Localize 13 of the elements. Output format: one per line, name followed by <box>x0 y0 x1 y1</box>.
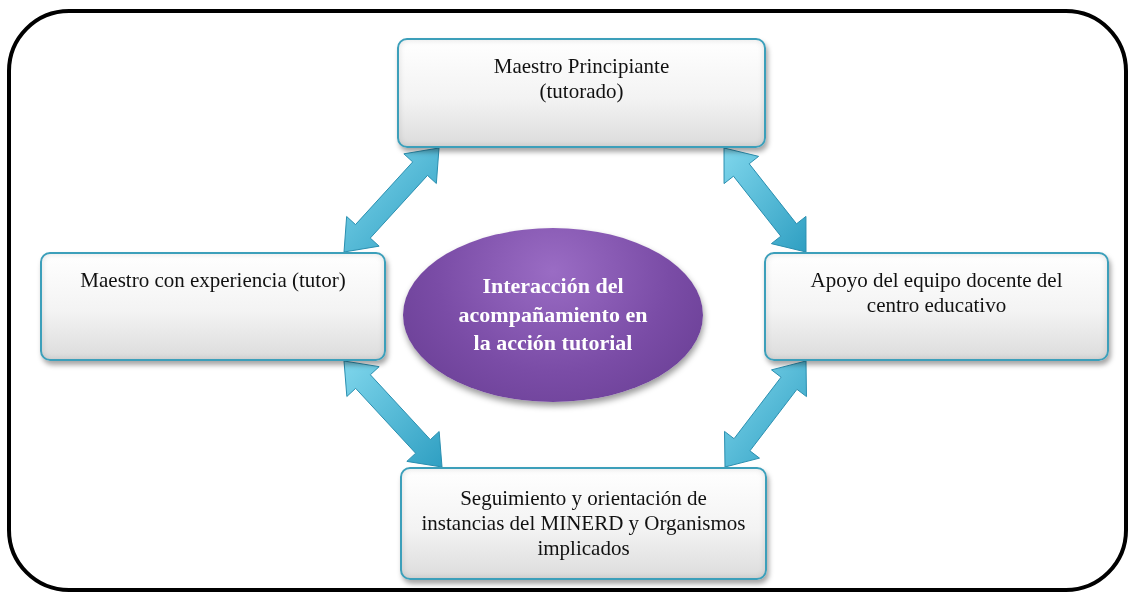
node-text: Maestro Principiante (tutorado) <box>492 54 671 104</box>
node-text: Seguimiento y orientación de instancias del MINERD y Organismos implicados <box>420 486 747 561</box>
node-text: Interacción del acompañamiento en la acción tutorial <box>457 272 649 358</box>
double-arrow <box>343 147 440 253</box>
rounded-box <box>400 467 767 580</box>
double-arrow <box>724 360 807 468</box>
node-text: Apoyo del equipo docente del centro educativo <box>809 268 1064 318</box>
rounded-box <box>40 252 386 361</box>
rounded-box <box>397 38 766 148</box>
double-arrow <box>343 360 443 468</box>
rounded-box <box>764 252 1109 361</box>
double-arrow <box>723 147 807 253</box>
node-text: Maestro con experiencia (tutor) <box>79 268 347 293</box>
